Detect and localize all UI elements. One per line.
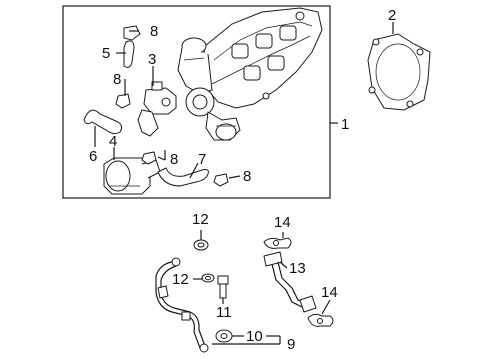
callout-5: 5 [102,45,110,62]
gasket-14 [263,237,334,327]
callout-7: 7 [198,151,206,168]
oil-return-line-13 [263,251,317,313]
callout-14-lower: 14 [321,284,338,301]
assembly-frame [62,5,331,199]
callout-2: 2 [388,7,396,24]
callout-8-right: 8 [243,168,251,185]
hose-6 [83,109,123,135]
callout-11: 11 [216,304,232,321]
callout-10: 10 [246,328,263,345]
callout-12-top: 12 [192,211,209,228]
callout-12-lower: 12 [172,271,189,288]
diverter-valve [137,81,177,137]
callout-3: 3 [148,51,156,68]
callout-13: 13 [289,260,306,277]
hose-5 [123,40,135,68]
callout-1: 1 [341,116,349,133]
callout-labels: 1 2 3 4 5 6 7 8 8 8 8 9 10 11 12 12 13 1… [89,7,396,353]
callout-8-middle: 8 [170,151,178,168]
clamp-8 [115,25,229,187]
callout-14-top: 14 [274,214,291,231]
callout-6: 6 [89,148,97,165]
washer-12 [193,239,215,283]
washer-10 [215,329,233,343]
callout-8-top: 8 [150,23,158,40]
turbocharger-assembly [177,7,323,141]
gasket-2 [367,33,431,111]
bolt-11 [217,275,229,299]
callout-9: 9 [287,336,295,353]
callout-4: 4 [109,133,117,150]
callout-8-left: 8 [113,71,121,88]
hose-7 [157,167,209,187]
wastegate-actuator [103,157,161,195]
oil-feed-line-9 [155,257,209,353]
leader-lines [94,22,394,345]
